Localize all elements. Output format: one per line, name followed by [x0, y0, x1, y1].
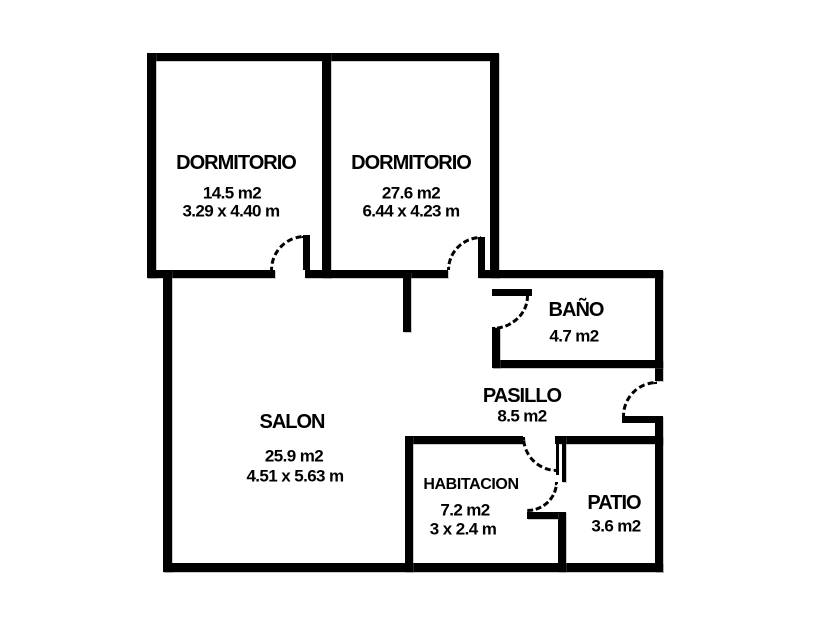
wall-bano-bottom	[492, 360, 663, 368]
room-dimensions: 6.44 x 4.23 m	[362, 201, 460, 221]
room-area: 27.6 m2	[381, 183, 441, 203]
wall-habitacion-top	[405, 436, 523, 444]
door-arc-dormitorio-2	[447, 236, 481, 270]
wall-right-lower	[655, 416, 663, 572]
door-leaf-dormitorio-1	[303, 235, 310, 270]
room-area: 4.7 m2	[549, 326, 599, 346]
room-dimensions: 3 x 2.4 m	[429, 519, 497, 539]
door-arc-habitacion	[522, 437, 557, 472]
door-leaf-exterior	[622, 416, 657, 423]
door-arc-exterior	[622, 381, 657, 416]
wall-dorm-bottom-b	[305, 270, 448, 278]
wall-dorm1-left	[147, 53, 156, 278]
room-name: SALON	[259, 411, 326, 433]
room-name: PATIO	[587, 492, 641, 514]
door-leaf-bano	[492, 289, 532, 296]
room-area: 25.9 m2	[264, 446, 324, 466]
room-area: 14.5 m2	[202, 183, 262, 203]
wall-bottom	[163, 563, 663, 572]
wall-patio-notch	[527, 512, 558, 519]
room-dimensions: 3.29 x 4.40 m	[182, 201, 280, 221]
room-name: HABITACION	[423, 476, 519, 493]
wall-patio-top	[555, 436, 663, 444]
wall-dorm2-right	[490, 53, 499, 278]
wall-dorm-bottom-a	[147, 270, 275, 278]
wall-dorm-divider	[322, 53, 331, 278]
door-arc-patio	[527, 482, 558, 512]
wall-patio-left-upper	[562, 436, 566, 482]
door-leaf-dormitorio-2	[478, 237, 485, 270]
wall-bano-top	[478, 270, 663, 278]
room-name: DORMITORIO	[351, 152, 472, 174]
wall-bano-left	[492, 328, 500, 368]
wall-patio-left-lower	[558, 512, 566, 572]
room-dimensions: 4.51 x 5.63 m	[246, 466, 344, 486]
door-arc-bano	[492, 296, 529, 330]
wall-salon-left	[163, 270, 172, 572]
room-area: 8.5 m2	[497, 406, 547, 426]
wall-bano-right	[655, 270, 663, 381]
door-leaf-habitacion	[556, 438, 559, 475]
room-name: PASILLO	[482, 385, 562, 407]
wall-pasillo-stub	[403, 272, 411, 332]
room-name: BAÑO	[548, 299, 605, 321]
room-name: DORMITORIO	[176, 152, 297, 174]
room-area: 3.6 m2	[591, 516, 641, 536]
wall-habitacion-left	[405, 436, 413, 572]
door-arc-dormitorio-1	[270, 235, 305, 270]
room-area: 7.2 m2	[440, 500, 490, 520]
